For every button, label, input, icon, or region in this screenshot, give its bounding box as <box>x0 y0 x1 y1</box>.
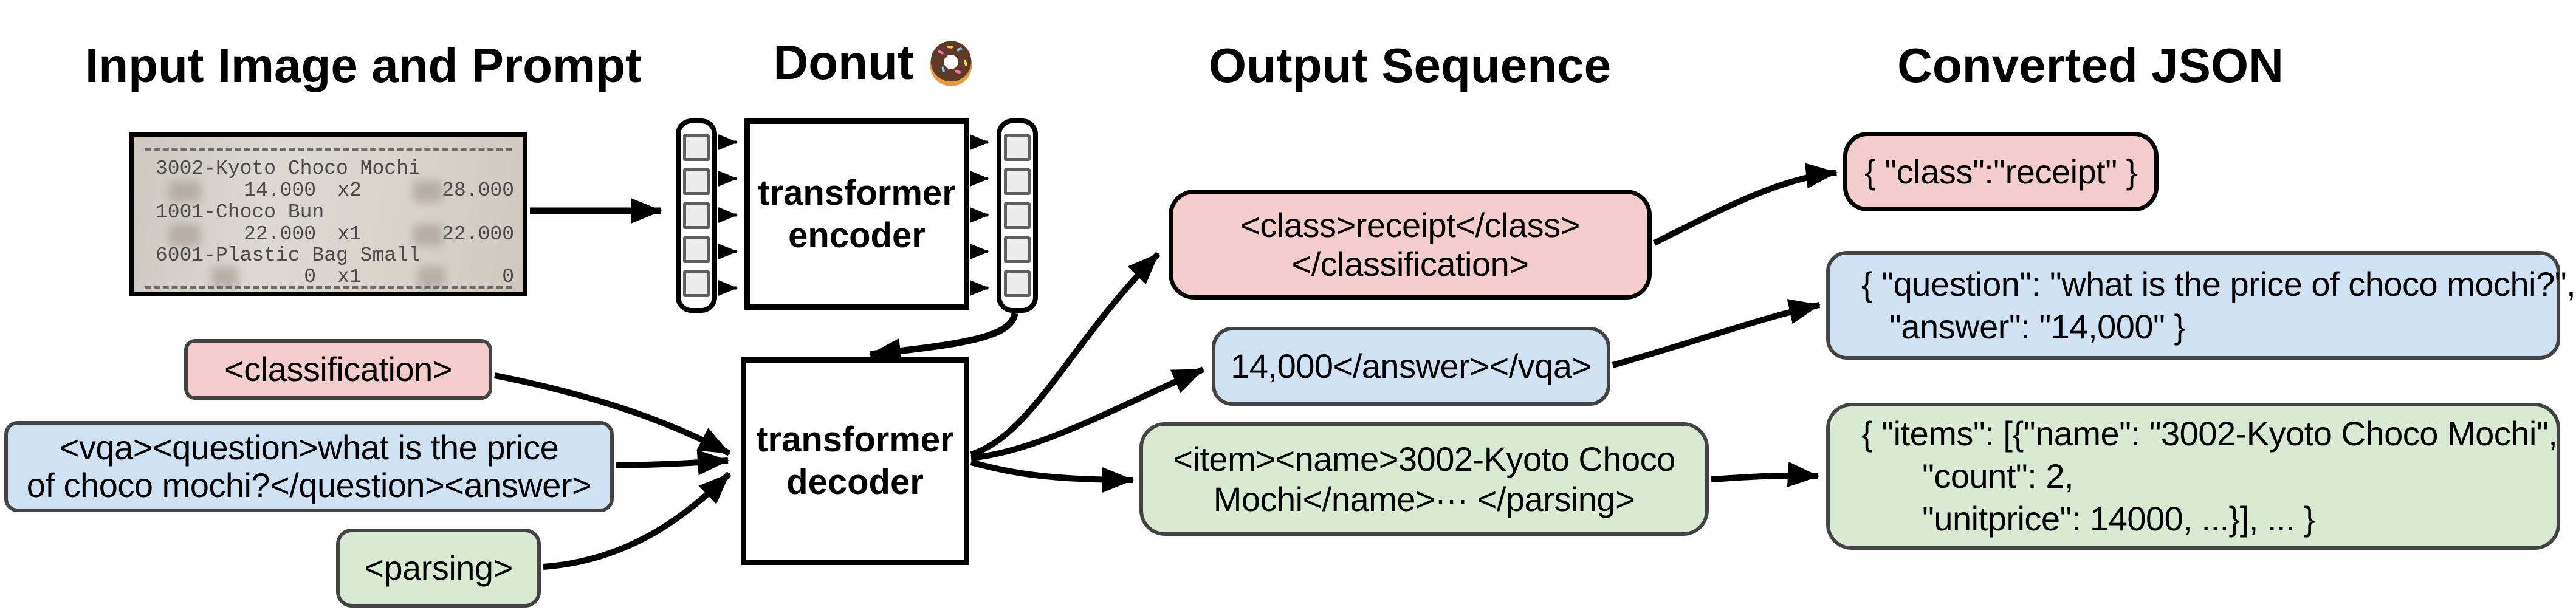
token-patch <box>683 134 710 161</box>
receipt-image: 3002-Kyoto Choco Mochi 14.000 x2 28.000 … <box>129 132 527 296</box>
arrow-vqa-prompt-to-decoder <box>616 450 729 476</box>
arrow-classification-prompt-to-decoder <box>494 372 731 456</box>
token-patch <box>1004 168 1031 195</box>
token-patch <box>1004 270 1031 297</box>
encoder-input-token-strip <box>676 118 717 313</box>
arrow-parsing-prompt-to-decoder <box>543 471 732 570</box>
receipt-item-name: 1001-Choco Bun <box>156 201 325 224</box>
arrow-decoder-to-parsing-output <box>970 459 1134 493</box>
token-patch <box>683 270 710 297</box>
arrow-parsing-output-to-json <box>1711 462 1819 487</box>
transformer-decoder-block: transformer decoder <box>741 357 969 565</box>
arrow-vqa-output-to-json <box>1612 299 1821 368</box>
receipt-dashed-rule <box>145 148 512 151</box>
classification-json-box: { "class":"receipt" } <box>1843 132 2159 211</box>
model-column-title: Donut <box>717 36 1033 89</box>
receipt-item-detail: 22.000 x1 22.000 <box>134 223 523 246</box>
receipt-dashed-rule <box>145 286 512 289</box>
parsing-output-box: <item><name>3002-Kyoto Choco Mochi</name… <box>1139 422 1709 536</box>
model-title-text: Donut <box>773 35 914 89</box>
input-column-title: Input Image and Prompt <box>85 38 642 92</box>
token-patch <box>683 168 710 195</box>
token-patch <box>1004 236 1031 263</box>
token-patch <box>683 236 710 263</box>
classification-output-box: <class>receipt</class> </classification> <box>1169 190 1652 300</box>
parsing-json-box: { "items": [{"name": "3002-Kyoto Choco M… <box>1826 403 2560 550</box>
transformer-encoder-block: transformer encoder <box>744 118 969 310</box>
token-patch <box>1004 202 1031 229</box>
vqa-json-box: { "question": "what is the price of choc… <box>1826 251 2576 360</box>
receipt-item-name: 3002-Kyoto Choco Mochi <box>156 157 421 180</box>
donut-icon <box>930 41 972 86</box>
arrow-decoder-to-classification-output <box>970 252 1161 457</box>
token-patch <box>1004 134 1031 161</box>
encoder-output-token-strip <box>997 118 1038 313</box>
receipt-item-name: 6001-Plastic Bag Small <box>156 244 421 267</box>
vqa-output-box: 14,000</answer></vqa> <box>1212 327 1610 406</box>
classification-prompt-box: <classification> <box>184 339 492 400</box>
output-column-title: Output Sequence <box>1208 38 1612 92</box>
arrows-tokens-to-encoder <box>718 134 738 296</box>
arrow-classification-output-to-json <box>1652 163 1838 246</box>
arrow-encoder-to-decoder <box>869 312 1018 364</box>
json-column-title: Converted JSON <box>1897 38 2284 92</box>
vqa-prompt-box: <vqa><question>what is the price of choc… <box>4 421 614 512</box>
arrow-decoder-to-vqa-output <box>970 366 1204 461</box>
parsing-prompt-box: <parsing> <box>336 529 541 608</box>
receipt-item-detail: 14.000 x2 28.000 <box>134 179 523 202</box>
arrows-encoder-to-tokens <box>970 134 989 296</box>
receipt-item-detail: 0 x1 0 <box>134 265 523 289</box>
token-patch <box>683 202 710 229</box>
